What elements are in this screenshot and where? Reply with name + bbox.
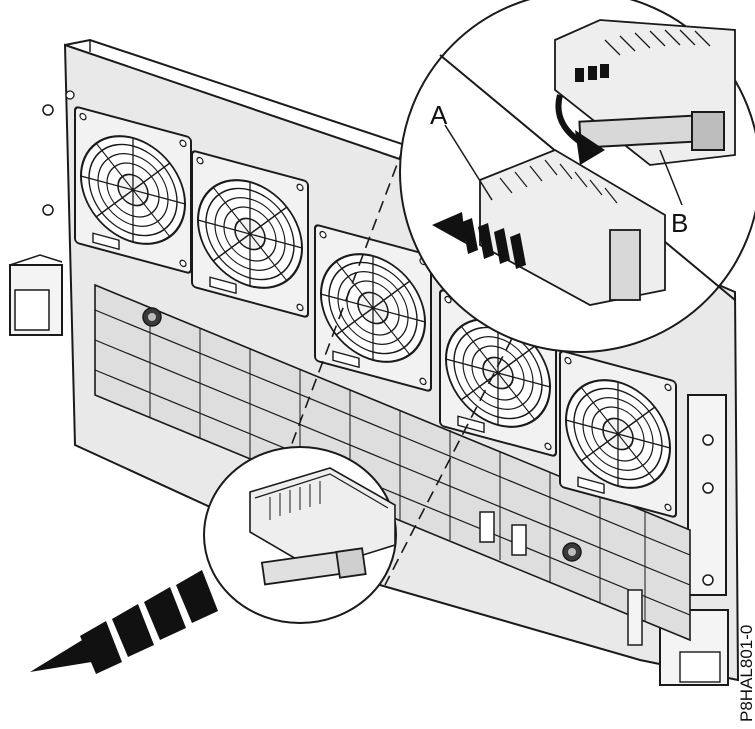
removal-arrow [30, 570, 218, 674]
drive-handle-open [554, 19, 736, 166]
drive-bays [94, 283, 691, 646]
figure-id: P8HAL801-0 [737, 625, 755, 722]
callout-leaders [444, 124, 683, 206]
drive-closed [479, 148, 666, 306]
callout-label-a: A [430, 100, 448, 130]
drive-detail-circle [203, 446, 397, 624]
rotation-arrow [555, 64, 609, 165]
extracted-drive [249, 467, 396, 586]
push-arrow [432, 212, 526, 269]
callout-label-b: B [671, 208, 688, 238]
handle-detail-circle: A B [399, 0, 755, 353]
